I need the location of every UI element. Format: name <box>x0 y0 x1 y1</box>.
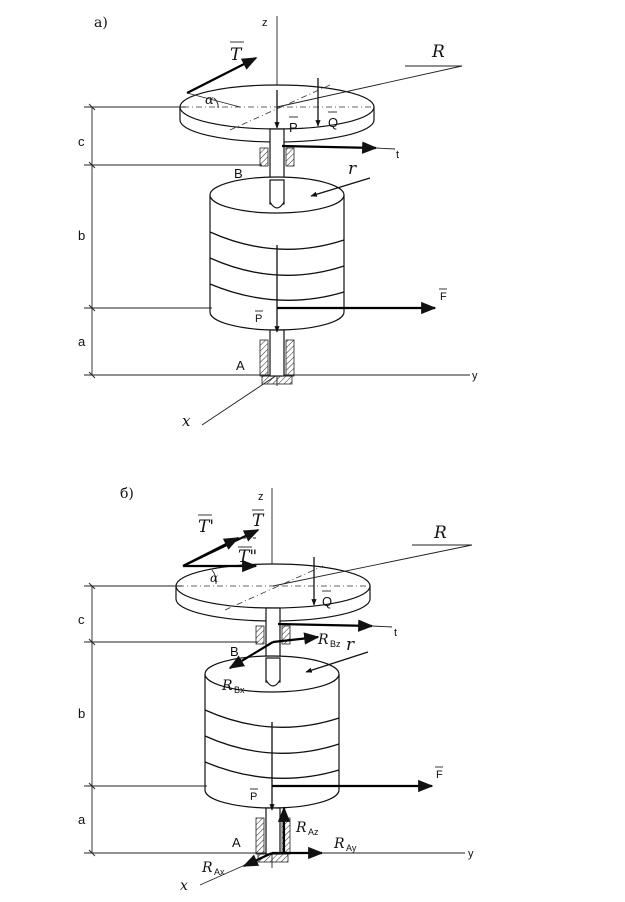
force-RAx-label-b: R <box>201 860 213 876</box>
force-RAy-label-b: R <box>333 836 345 852</box>
panel-b: б) z y x B <box>78 486 474 894</box>
alpha-label-b: α <box>210 571 218 585</box>
dim-b-b: b <box>78 706 85 721</box>
bearing-a-a <box>259 339 295 385</box>
force-RAz-sub-b: Az <box>308 827 319 837</box>
force-RBz-label-b: R <box>317 632 329 648</box>
force-T-label-b: T <box>252 511 265 531</box>
lower-shaft-b <box>265 807 281 855</box>
force-RBx-label-b: R <box>221 678 233 694</box>
dimensions-a <box>84 103 262 379</box>
force-T-prime-b <box>182 537 240 567</box>
force-Q-label-b: Q <box>322 594 332 609</box>
force-RBz-sub-b: Bz <box>330 639 341 649</box>
bearing-a-label-b: A <box>232 835 241 850</box>
force-RBx-b <box>228 641 274 669</box>
radius-R-label-b: R <box>433 523 447 543</box>
radius-R-line-b <box>272 544 473 587</box>
alpha-label-a: α <box>205 93 214 108</box>
force-T-prime-label-b: T' <box>198 517 214 537</box>
force-RBx-sub-b: Bx <box>234 685 245 695</box>
force-RAx-sub-b: Ax <box>214 867 225 877</box>
dim-a-a: a <box>78 334 86 349</box>
radius-r-b <box>305 651 369 673</box>
force-RAy-sub-b: Ay <box>346 843 357 853</box>
force-T-dprime-label-b: T" <box>238 547 257 567</box>
bearing-a-label-a: A <box>236 358 245 373</box>
dim-c-b: c <box>78 612 85 627</box>
z-label-b: z <box>258 491 264 503</box>
bearing-b-b <box>255 625 291 645</box>
tangent-t-b <box>277 619 374 632</box>
bearing-b-label-b: B <box>230 644 239 659</box>
dim-b-a: b <box>78 228 85 243</box>
y-label-b: y <box>468 848 474 860</box>
bearing-b-label-a: B <box>234 166 243 181</box>
force-T-a <box>186 57 258 94</box>
radius-R-label-a: R <box>431 42 445 62</box>
radius-R-line-a <box>276 65 463 108</box>
radius-r-label-a: r <box>348 159 357 179</box>
y-label-a: y <box>472 370 478 382</box>
radius-r-a <box>310 177 371 197</box>
force-P-top-label-a: P <box>289 120 298 135</box>
force-F-label-b: F <box>436 769 443 781</box>
force-P-label-b: P <box>250 791 257 803</box>
force-T-label-a: T <box>230 45 243 65</box>
x-label-b: x <box>180 878 188 894</box>
panel-a: а) z y x B <box>78 15 478 430</box>
panel-label-b: б) <box>120 486 134 502</box>
alpha-arc-a <box>213 97 219 109</box>
radius-r-label-b: r <box>346 635 355 655</box>
alpha-arc-b <box>211 569 217 585</box>
force-F-label-a: F <box>440 291 447 303</box>
tangent-t-label-b: t <box>394 627 397 639</box>
x-label-a: x <box>182 412 191 430</box>
T-helper-a <box>186 92 241 108</box>
z-label-a: z <box>262 17 268 29</box>
force-P-low-label-a: P <box>255 313 262 325</box>
tangent-t-label-a: t <box>396 149 399 161</box>
dim-a-b: a <box>78 812 86 827</box>
force-RBz-b <box>272 632 320 645</box>
lower-shaft-a <box>269 329 285 377</box>
dim-c-a: c <box>78 134 85 149</box>
tangent-t-a <box>281 141 378 154</box>
panel-label-a: а) <box>94 15 108 31</box>
force-RAx-b <box>242 852 273 867</box>
force-Q-label-a: Q <box>328 115 338 130</box>
bearing-b-a <box>259 147 295 167</box>
force-RAz-label-b: R <box>295 820 307 836</box>
dimensions-b <box>84 582 258 857</box>
